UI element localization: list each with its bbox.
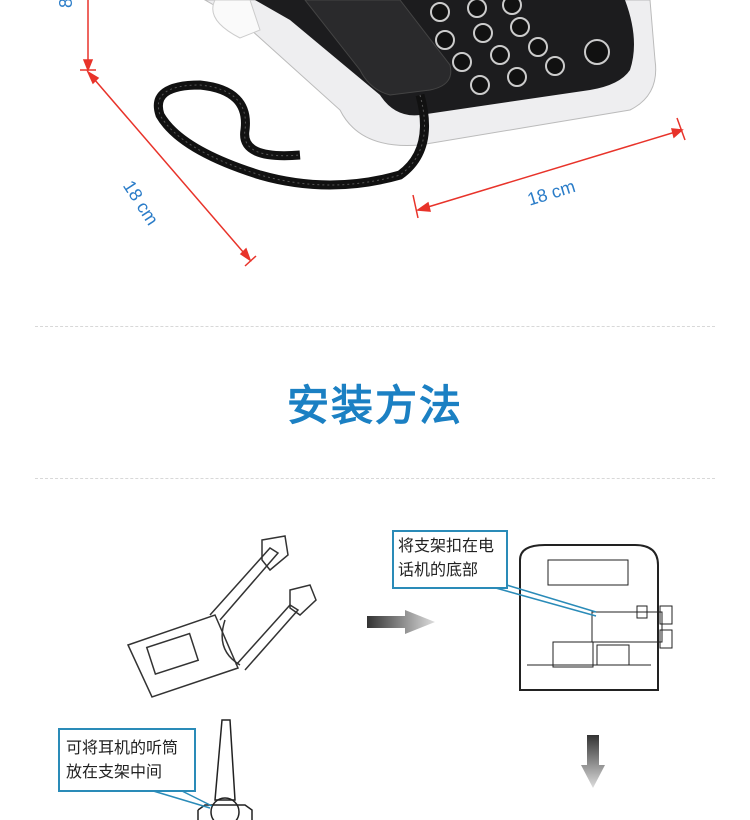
height-dimension-label: 8.2	[56, 0, 77, 8]
bracket-illustration	[126, 535, 317, 698]
arrow-down-icon	[581, 735, 605, 788]
divider-bottom	[35, 478, 715, 479]
dimension-lines	[80, 0, 686, 267]
divider-top	[35, 326, 715, 327]
arrow-right-icon	[367, 610, 435, 634]
handset-illustration	[197, 719, 253, 820]
callout-attach-bracket: 将支架扣在电话机的底部	[392, 530, 508, 589]
phone-bottom-illustration	[519, 544, 673, 691]
telephone-photo	[80, 0, 686, 267]
section-title: 安装方法	[286, 381, 463, 430]
callout-place-handset: 可将耳机的听筒放在支架中间	[58, 728, 196, 792]
